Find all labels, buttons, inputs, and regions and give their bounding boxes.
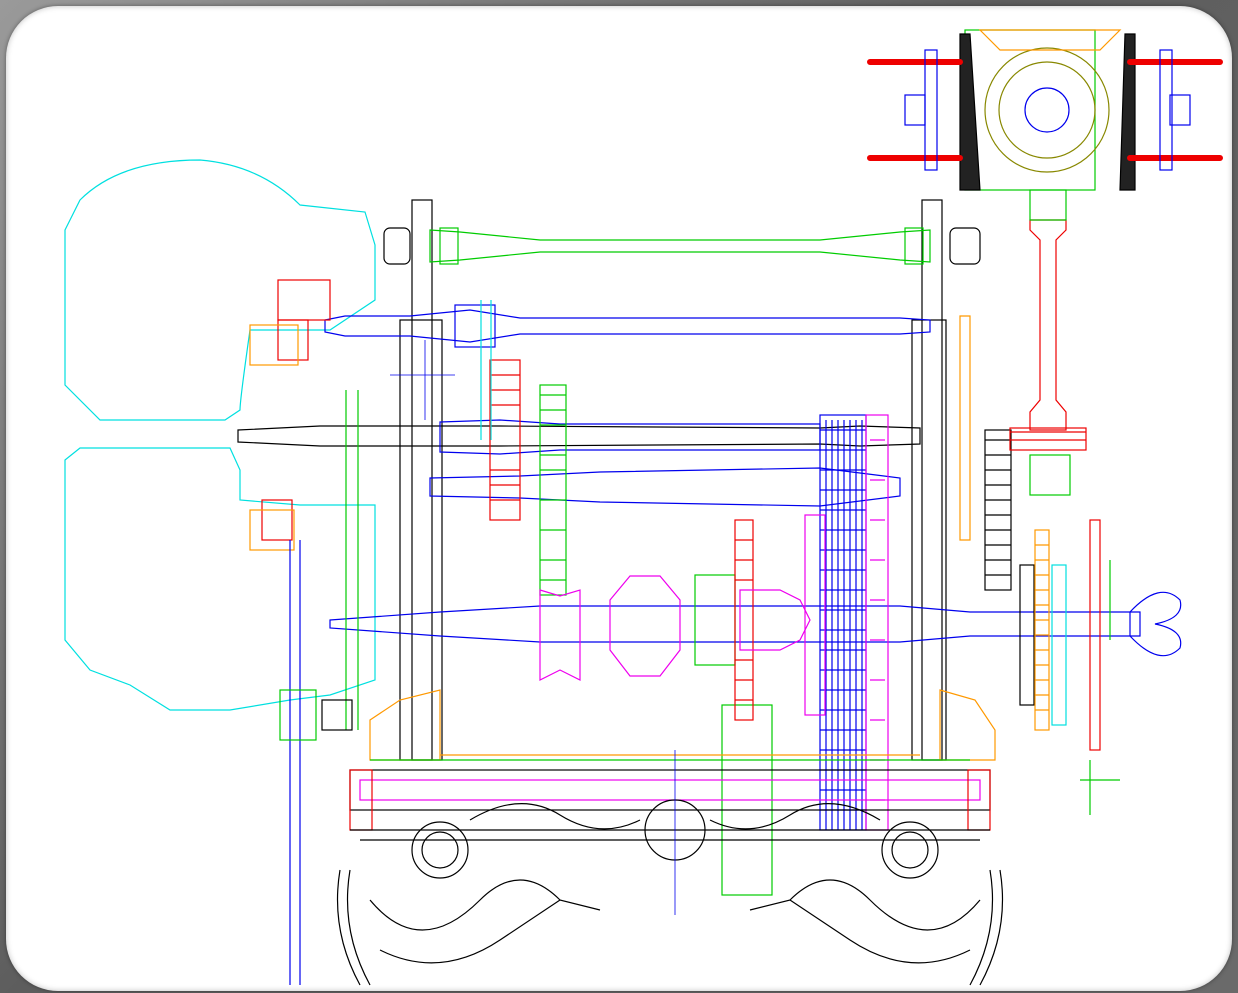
drawing-frame <box>6 6 1232 991</box>
black-vertical-gear <box>984 429 1035 706</box>
middle-shaft-blue <box>429 419 901 507</box>
left-bracket-orange <box>249 324 299 551</box>
top-gearbox <box>867 29 1223 191</box>
left-vertical-rods <box>279 390 359 985</box>
top-green-rod <box>429 227 931 265</box>
ornamental-base <box>336 799 1004 986</box>
cad-drawing <box>64 29 1223 986</box>
middle-shaft-black <box>237 425 921 447</box>
cyan-right-bar <box>480 300 1067 726</box>
right-frame-post <box>911 199 947 761</box>
blue-shaft-upper <box>324 304 931 348</box>
vertical-drive-shaft <box>1009 189 1087 496</box>
top-rod-nuts <box>383 227 981 265</box>
center-lines <box>390 340 676 915</box>
orange-gear <box>369 315 1050 761</box>
red-gear-stack <box>489 359 754 721</box>
magenta-cone-pulleys <box>539 575 811 681</box>
left-frame-post <box>399 199 443 761</box>
green-gear-stack <box>539 384 773 896</box>
cyan-outline <box>64 159 376 711</box>
left-bracket <box>261 279 331 541</box>
base-cross-beam <box>349 754 991 831</box>
magenta-gear-hub <box>804 414 889 831</box>
large-blue-spur-gear <box>819 414 867 831</box>
wing-nut <box>1129 591 1182 657</box>
red-right-bar <box>1089 519 1101 751</box>
green-right-marks <box>1080 560 1120 815</box>
